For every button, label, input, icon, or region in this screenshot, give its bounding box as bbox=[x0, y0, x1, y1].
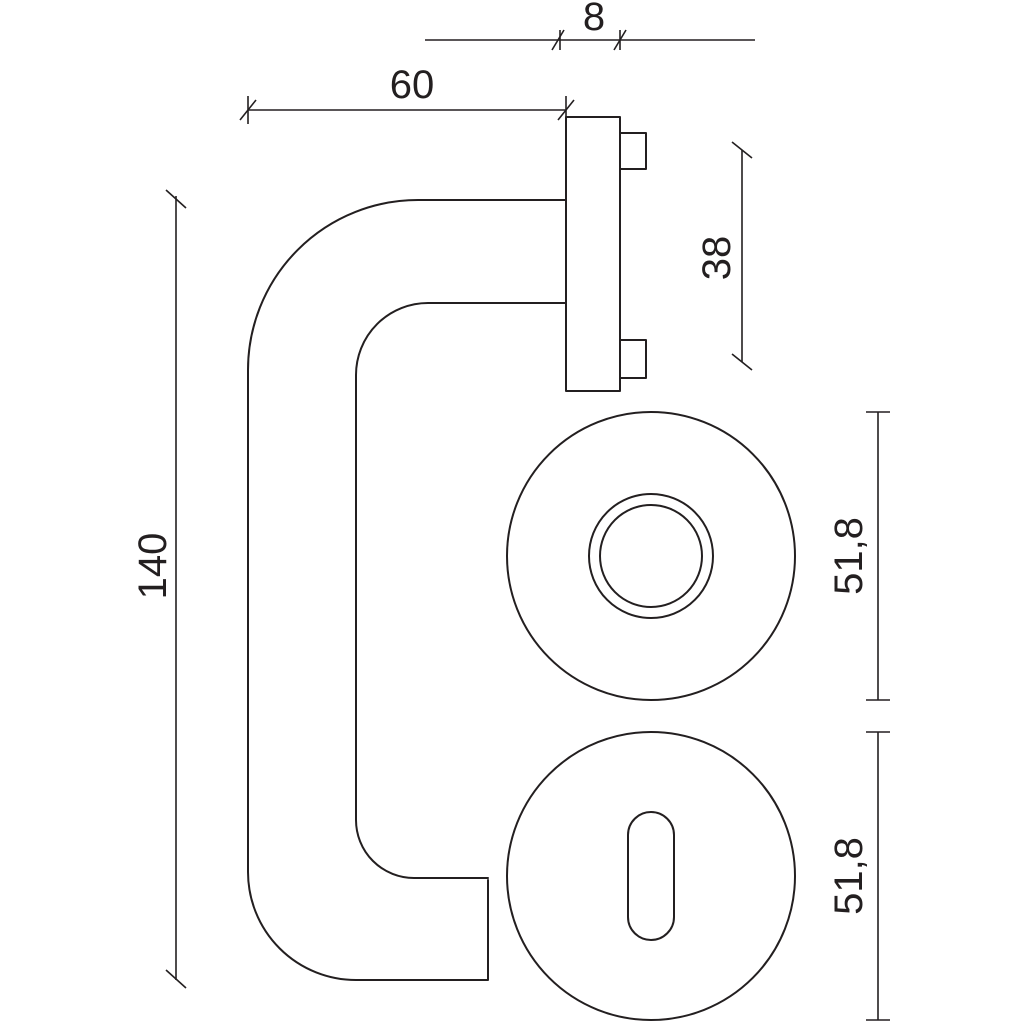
dimension-lever-length: 140 bbox=[131, 189, 187, 989]
dimension-rose-diameter: 51,8 bbox=[827, 411, 890, 701]
escutcheon-outer-circle bbox=[506, 731, 796, 1021]
dimension-screw-spacing: 38 bbox=[695, 141, 753, 371]
dimension-label-lever-projection: 60 bbox=[390, 63, 435, 107]
dimension-label-rose-diameter: 51,8 bbox=[827, 517, 871, 595]
upper-screw bbox=[619, 132, 647, 170]
rose-ring-inner bbox=[599, 504, 703, 608]
dimension-label-escutcheon-diameter: 51,8 bbox=[827, 837, 871, 915]
lever-handle bbox=[247, 199, 567, 981]
dimension-escutcheon-diameter: 51,8 bbox=[827, 731, 890, 1021]
dimension-label-rose-depth: 8 bbox=[583, 0, 605, 39]
lower-screw bbox=[619, 339, 647, 379]
key-escutcheon-front bbox=[506, 731, 796, 1021]
rose-outer-circle bbox=[506, 411, 796, 701]
lever-outer-outline bbox=[247, 199, 567, 981]
rose-plate bbox=[565, 116, 621, 392]
rose-ring-outer bbox=[588, 493, 714, 619]
dimension-label-lever-length: 140 bbox=[131, 533, 175, 600]
round-rose-front bbox=[506, 411, 796, 701]
lever-inner-outline bbox=[355, 302, 567, 879]
keyhole-slot bbox=[627, 811, 675, 941]
dimension-lever-projection: 60 bbox=[239, 63, 575, 124]
rose-side-view bbox=[565, 116, 647, 392]
dimension-rose-depth: 8 bbox=[425, 0, 755, 51]
dimension-label-screw-spacing: 38 bbox=[695, 236, 739, 281]
